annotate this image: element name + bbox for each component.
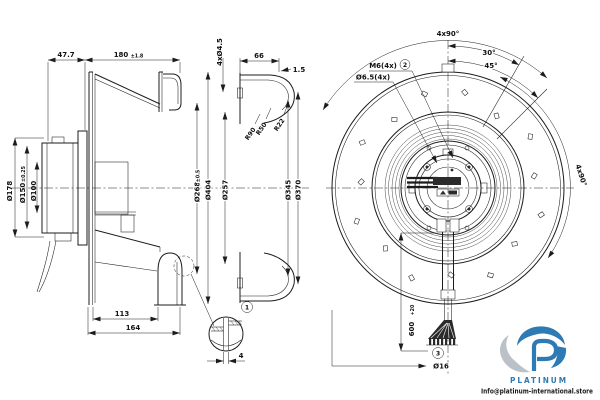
detail-region-marker [173,255,195,277]
holes-flange: 4xØ4.5 [216,38,224,66]
cable-length: 600 [408,322,416,337]
impeller-section [88,71,215,327]
logo-swirl-blue-tail [551,346,567,368]
detail-marker: 1 [245,305,249,312]
side-view: 47.7 180 ±1.8 Ø178 Ø150 ±0.25 Ø100 113 1… [6,51,310,364]
angle-30: 30° [482,49,495,57]
housing-clip [441,63,455,73]
logo-swirl-blue [517,326,565,346]
watermark-logo: PLATINUM Info@platinum-international.sto… [481,326,593,396]
angle-45: 45° [484,62,497,70]
inlet-ring [163,73,182,111]
cable-gland [449,218,460,233]
thread-spec: M6(4x) [369,62,397,70]
warning-label [436,188,460,197]
dia-268-tol: ±0.5 [196,170,202,183]
blade-top [94,73,161,105]
logo-swirl-gray [499,335,530,373]
dim-overall-depth: 164 [126,324,141,332]
brand-name: PLATINUM [510,376,568,385]
mounting-bolt [465,163,473,171]
detail-leader [190,273,215,327]
front-view-dimensions: 4x90° 30° 45° 4x90° M6(4x) 2 Ø6.5(4x) 60… [322,30,589,372]
dim-wall: 1.5 [293,66,306,74]
impeller-blade-slots [353,88,545,282]
angle-pattern-right: 4x90° [574,163,589,187]
ring-section-dimensions: 4xØ4.5 66 1.5 R90 R50 R22 Ø268 ±0.5 Ø404… [192,38,306,304]
motor-hub [94,161,129,215]
cable-length-tol: +20 [410,304,416,315]
detail-view-1: 1 4 [207,301,253,364]
thread-ref-circle [399,59,411,70]
cable-assembly [426,232,458,346]
cable-gland [436,218,447,233]
logo-p-letter [531,338,559,371]
warning-triangle-icon [440,190,446,195]
motor-nameplate [433,177,461,185]
blade-bottom [94,229,161,248]
dia-holes: Ø6.5(4x) [356,74,390,82]
dim-total-depth: 180 [114,51,129,59]
cable-marker: 3 [436,351,440,358]
dia-257: Ø257 [222,180,230,201]
dim-impeller-depth: 113 [115,310,130,318]
front-view: 4x90° 30° 45° 4x90° M6(4x) 2 Ø6.5(4x) 60… [322,30,589,374]
dia-268: Ø268 [194,182,202,203]
dia-370: Ø370 [295,180,303,201]
side-view-dimensions: 47.7 180 ±1.8 Ø178 Ø150 ±0.25 Ø100 113 1… [6,51,181,336]
dia-mounting-flange-tol: ±0.25 [21,166,27,182]
connector-fan [428,320,456,339]
ring-section-view: 4xØ4.5 66 1.5 R90 R50 R22 Ø268 ±0.5 Ø404… [192,38,306,304]
dia-motor-housing: Ø178 [6,181,14,202]
dim-total-depth-tol: ±1.8 [131,54,144,60]
dia-mounting-flange: Ø150 [19,183,27,204]
mounting-bolt [423,205,431,213]
dia-404: Ø404 [205,180,213,201]
housing-foot [157,252,183,305]
dim-ring-depth: 66 [254,52,264,60]
mounting-bolt [465,205,473,213]
motor-cable [36,240,51,293]
thread-marker: 2 [403,62,407,69]
detail-thickness: 4 [239,352,244,360]
radius-mid: R50 [255,121,269,137]
ring-profile [237,73,295,303]
cable-ref-circle [432,347,444,359]
angle-pattern-top: 4x90° [437,30,460,38]
dia-pilot: Ø100 [30,181,38,202]
motor-hub-front [400,140,496,236]
dim-rear-depth: 47.7 [57,51,74,59]
contact-email: Info@platinum-international.store [481,388,593,396]
dia-cable: Ø16 [433,363,449,371]
motor-outline [36,130,88,293]
mounting-flange [77,130,88,246]
dia-345: Ø345 [285,180,293,201]
mounting-bolt [423,163,431,171]
